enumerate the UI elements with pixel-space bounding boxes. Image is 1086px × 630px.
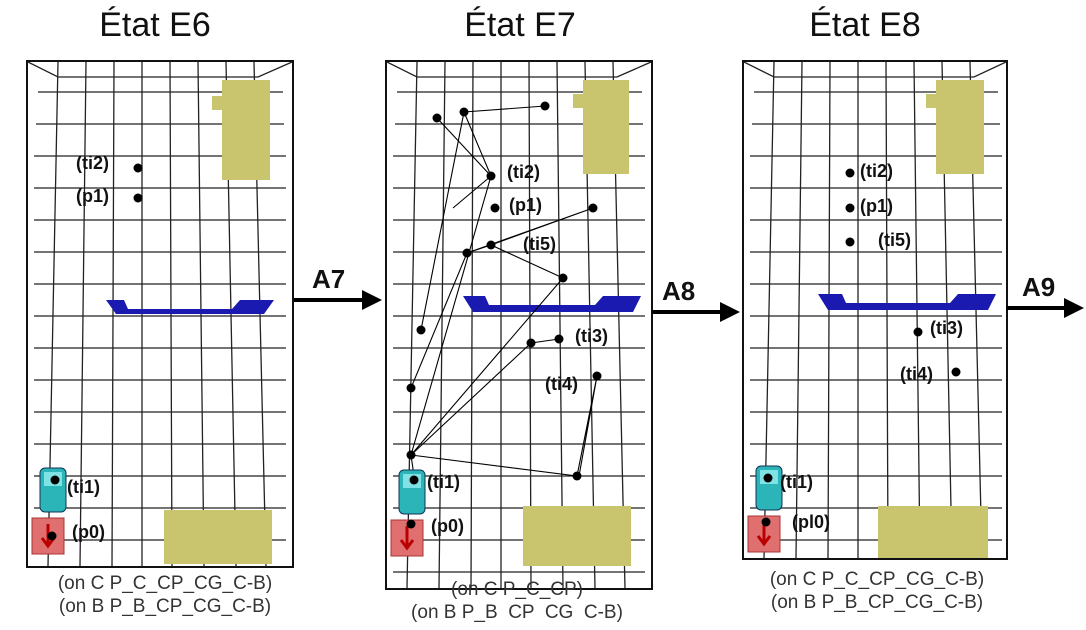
point-p1 — [490, 203, 500, 213]
label-ti2: (ti2) — [76, 153, 109, 173]
label-ti3: (ti3) — [575, 326, 608, 346]
point-ti5 — [486, 240, 496, 250]
obstacle-bottom — [164, 510, 272, 564]
label-pl0: (pl0) — [792, 512, 830, 532]
point-pl0 — [761, 517, 771, 527]
obstacle-top-notch — [212, 96, 224, 110]
label-p1: (p1) — [76, 186, 109, 206]
point-ti1 — [763, 473, 773, 483]
robot — [31, 467, 67, 555]
label-ti4: (ti4) — [545, 374, 578, 394]
label-ti5: (ti5) — [523, 234, 556, 254]
label-ti1: (ti1) — [67, 477, 100, 497]
obstacle-top-notch — [573, 94, 585, 108]
label-ti3: (ti3) — [930, 318, 963, 338]
caption-line-2: (on B P_B CP CG C-B) — [411, 602, 623, 623]
label-ti2: (ti2) — [507, 162, 540, 182]
label-ti5: (ti5) — [878, 230, 911, 250]
caption-e7: (on C P_C_CP) (on B P_B CP CG C-B) — [352, 578, 682, 624]
obstacle-bottom — [878, 506, 988, 558]
state-panel-e6: (ti2) (p1) (ti1) (p0) — [26, 60, 294, 568]
points-e6 — [47, 163, 143, 541]
point-ti1 — [50, 475, 60, 485]
points-e7 — [406, 101, 602, 529]
obstacle-bottom — [523, 506, 631, 566]
state-panel-e8: (ti2) (p1) (ti5) (ti3) (ti4) (ti1) (pl0) — [742, 60, 1008, 560]
point-ti2 — [133, 163, 143, 173]
points-e8 — [761, 168, 961, 527]
grid-map-e6 — [28, 62, 292, 566]
robot — [390, 469, 426, 557]
point-ti2 — [486, 171, 496, 181]
point-p0 — [47, 531, 57, 541]
path-edges — [410, 105, 598, 477]
label-p1: (p1) — [860, 196, 893, 216]
arrow-right-icon — [1006, 298, 1084, 318]
grid-map-e7 — [387, 62, 651, 588]
blue-bar — [106, 300, 274, 314]
point-p1 — [133, 193, 143, 203]
grid-lines — [387, 62, 651, 588]
label-ti1: (ti1) — [427, 472, 460, 492]
label-p0: (p0) — [431, 516, 464, 536]
obstacle-top-notch — [926, 94, 938, 108]
label-ti2: (ti2) — [860, 161, 893, 181]
point-ti2 — [845, 168, 855, 178]
label-ti4: (ti4) — [900, 364, 933, 384]
state-panel-e7: (ti2) (p1) (ti5) (ti3) (ti4) (ti1) (p0) — [385, 60, 653, 590]
point-ti4 — [592, 371, 602, 381]
point-ti4 — [951, 367, 961, 377]
point-p1 — [845, 203, 855, 213]
blue-bar — [818, 294, 996, 310]
obstacle-top — [936, 80, 984, 174]
caption-e8: (on C P_C_CP_CG_C-B) (on B P_B_CP_CG_C-B… — [712, 568, 1042, 614]
arrow-right-icon — [294, 290, 382, 310]
caption-line-1: (on C P_C_CP_CG_C-B) — [57, 573, 273, 594]
caption-line-1: (on C P_C_CP_CG_C-B) — [769, 569, 985, 590]
point-ti1 — [409, 475, 419, 485]
action-label-a7: A7 — [312, 264, 346, 294]
caption-line-2: (on B P_B_CP_CG_C-B) — [770, 592, 984, 613]
point-p0 — [406, 519, 416, 529]
action-label-a8: A8 — [662, 276, 696, 306]
grid-map-e8 — [744, 62, 1006, 558]
state-title-e8: État E8 — [809, 6, 921, 44]
label-ti1: (ti1) — [780, 472, 813, 492]
arrow-right-icon — [652, 302, 740, 322]
blue-bar — [463, 296, 641, 312]
point-ti3 — [913, 327, 923, 337]
label-p0: (p0) — [72, 522, 105, 542]
label-p1: (p1) — [509, 195, 542, 215]
obstacle-top — [222, 80, 270, 180]
point-ti5 — [845, 237, 855, 247]
state-title-e7: État E7 — [464, 6, 576, 44]
state-title-e6: État E6 — [99, 6, 211, 44]
caption-line-2: (on B P_B_CP_CG_C-B) — [58, 596, 272, 617]
obstacle-top — [583, 80, 629, 174]
caption-e6: (on C P_C_CP_CG_C-B) (on B P_B_CP_CG_C-B… — [0, 572, 330, 618]
caption-line-1: (on C P_C_CP) — [451, 579, 583, 600]
action-label-a9: A9 — [1022, 272, 1056, 302]
point-ti3 — [554, 334, 564, 344]
